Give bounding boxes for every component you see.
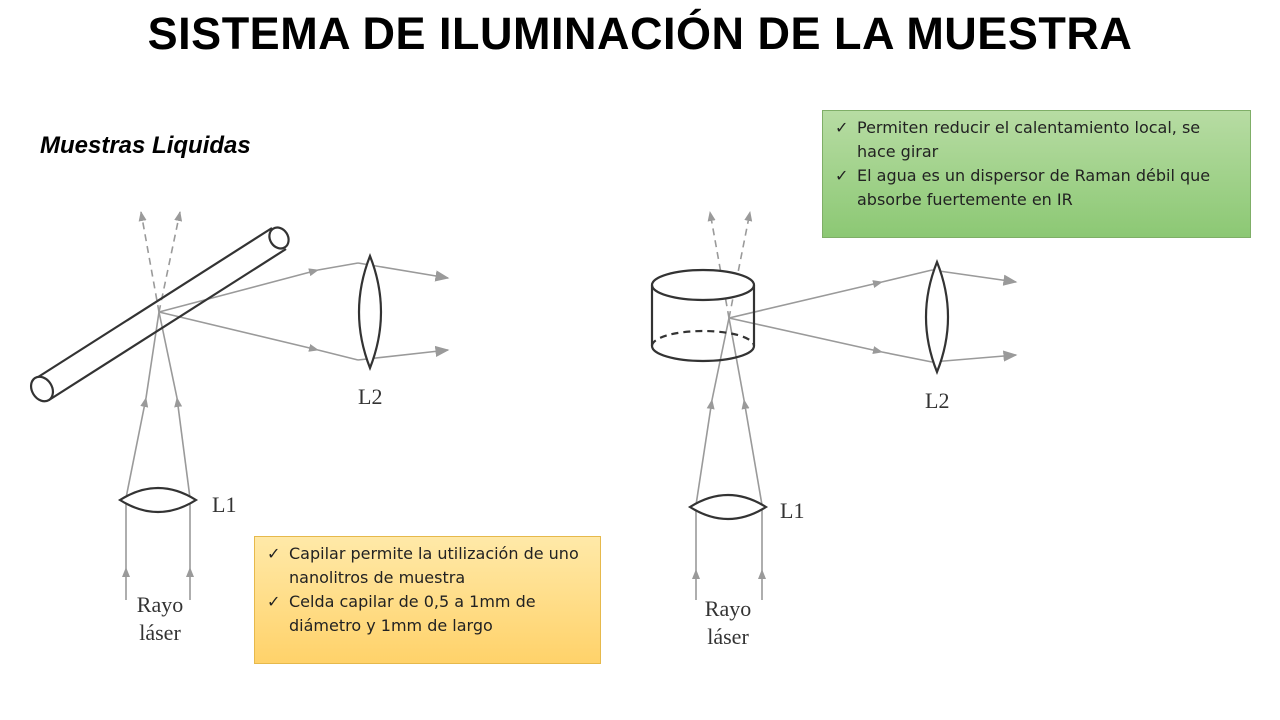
label-l1: L1 [780,498,804,523]
left-diagram: L1 L2 Rayo láser [29,211,450,645]
transmitted-ray [138,211,160,313]
check-icon: ✓ [835,118,849,137]
page-title: SISTEMA DE ILUMINACIÓN DE LA MUESTRA [147,8,1133,59]
list-item: ✓Capilar permite la utilización de uno n… [267,544,579,587]
transmitted-ray [707,211,730,319]
lens-l1 [687,493,769,521]
label-laser: láser [139,620,181,645]
scattered-ray [728,317,883,354]
list-item: ✓El agua es un dispersor de Raman débil … [835,166,1211,209]
note-rotating-cell: ✓Permiten reducir el calentamiento local… [822,110,1251,238]
label-laser: láser [707,624,749,649]
focused-ray [125,397,149,499]
label-l1: L1 [212,492,236,517]
focused-ray [174,397,191,499]
output-ray [931,350,1018,363]
transmitted-ray [728,211,753,319]
note-capillary: ✓Capilar permite la utilización de uno n… [254,536,601,664]
label-l2: L2 [925,388,949,413]
check-icon: ✓ [835,166,849,185]
section-subtitle: Muestras Liquidas [40,132,251,159]
label-l2: L2 [358,384,382,409]
right-diagram: L1 L2 Rayo láser [650,211,1018,649]
list-item: ✓Permiten reducir el calentamiento local… [835,118,1201,161]
list-item: ✓Celda capilar de 0,5 a 1mm de diámetro … [267,592,536,635]
scattered-ray [158,311,319,352]
lens-l2 [357,252,383,372]
label-laser: Rayo [137,592,183,617]
check-icon: ✓ [267,544,281,563]
lens-l2 [924,259,950,375]
lens-l1 [117,486,199,514]
capillary-tube [29,226,290,403]
check-icon: ✓ [267,592,281,611]
output-ray [931,269,1018,286]
label-laser: Rayo [705,596,751,621]
focused-ray [741,399,763,506]
rotating-cell [650,268,756,363]
transmitted-ray [158,211,183,313]
scattered-ray [158,268,319,313]
focused-ray [695,399,715,506]
